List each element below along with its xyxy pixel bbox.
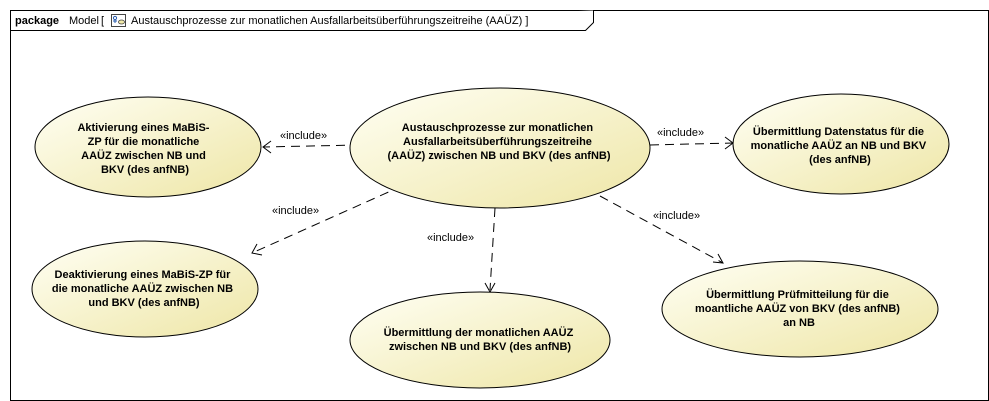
use-case-transmission[interactable]: Übermittlung der monatlichen AAÜZ zwisch… [349, 291, 611, 389]
use-case-pruefmitteilung-label: Übermittlung Prüfmitteilung für die moan… [695, 288, 903, 329]
include-label-datenstatus: «include» [657, 127, 704, 139]
include-edge-transmission [489, 207, 496, 291]
use-case-center[interactable]: Austauschprozesse zur monatlichen Ausfal… [349, 87, 651, 209]
arrowhead-deactivation [251, 243, 263, 256]
frame-keyword: package [15, 15, 59, 27]
use-case-activation[interactable]: Aktivierung eines MaBiS- ZP für die mona… [34, 96, 262, 198]
include-label-pruefmitteilung: «include» [653, 210, 700, 222]
use-case-pruefmitteilung[interactable]: Übermittlung Prüfmitteilung für die moan… [661, 260, 939, 358]
use-case-transmission-label: Übermittlung der monatlichen AAÜZ zwisch… [384, 326, 577, 353]
use-case-diagram-icon [111, 14, 126, 27]
use-case-activation-label: Aktivierung eines MaBiS- ZP für die mona… [77, 122, 212, 176]
frame-tab [10, 10, 594, 31]
frame-model-name: Model[ [69, 15, 104, 27]
include-edge-deactivation [251, 185, 403, 254]
use-case-deactivation-label: Deaktivierung eines MaBiS-ZP für die mon… [52, 269, 236, 309]
use-case-datenstatus-label: Übermittlung Datenstatus für die monatli… [751, 125, 930, 166]
include-edge-datenstatus [649, 142, 734, 146]
include-label-transmission: «include» [427, 232, 474, 244]
use-case-deactivation[interactable]: Deaktivierung eines MaBiS-ZP für die mon… [31, 240, 259, 338]
arrowhead-activation [262, 140, 272, 154]
arrowhead-pruefmitteilung [712, 253, 724, 264]
frame-diagram-title: Austauschprozesse zur monatlichen Ausfal… [131, 15, 528, 27]
include-label-activation: «include» [280, 130, 327, 142]
include-edge-pruefmitteilung [599, 195, 724, 264]
use-case-center-label: Austauschprozesse zur monatlichen Ausfal… [387, 122, 610, 162]
include-label-deactivation: «include» [272, 205, 319, 217]
use-case-datenstatus[interactable]: Übermittlung Datenstatus für die monatli… [732, 93, 950, 195]
include-edge-activation [262, 144, 361, 148]
include-edges [251, 142, 734, 291]
